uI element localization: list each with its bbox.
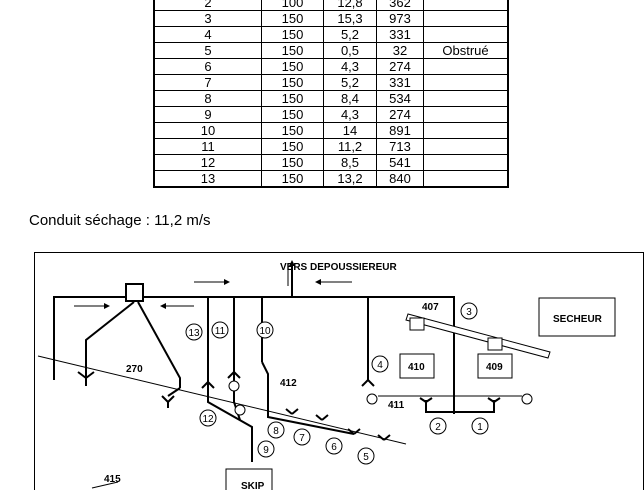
table-cell: 541 <box>376 154 424 171</box>
label-411: 411 <box>388 400 405 411</box>
label-270: 270 <box>126 364 143 375</box>
table-cell: 3 <box>153 10 262 27</box>
label-407: 407 <box>422 302 439 313</box>
label-415: 415 <box>104 474 121 485</box>
table-cell: 32 <box>376 42 424 59</box>
table-cell: 840 <box>376 170 424 188</box>
table-cell: 150 <box>261 90 324 107</box>
vers-depoussiereur-label: VERS DEPOUSSIEREUR <box>280 262 397 273</box>
table-cell: 4,3 <box>323 106 377 123</box>
table-cell: 891 <box>376 122 424 139</box>
circle-6: 6 <box>331 442 337 453</box>
circle-11: 11 <box>215 326 226 337</box>
table-cell: 11 <box>153 138 262 155</box>
table-cell: 8,4 <box>323 90 377 107</box>
table-cell: 100 <box>261 0 324 11</box>
table-cell: 10 <box>153 122 262 139</box>
table-cell <box>423 26 509 43</box>
circle-1: 1 <box>477 422 483 433</box>
table-cell <box>423 170 509 188</box>
table-cell: 5,2 <box>323 26 377 43</box>
table-cell: 6 <box>153 58 262 75</box>
table-cell: 150 <box>261 58 324 75</box>
table-cell: 5,2 <box>323 74 377 91</box>
table-cell: 331 <box>376 26 424 43</box>
table-cell: 150 <box>261 154 324 171</box>
table-cell: 150 <box>261 26 324 43</box>
table-cell: 4 <box>153 26 262 43</box>
table-cell: 4,3 <box>323 58 377 75</box>
table-cell: 274 <box>376 106 424 123</box>
circle-12: 12 <box>202 414 214 425</box>
circle-9: 9 <box>263 445 269 456</box>
table-cell: 14 <box>323 122 377 139</box>
table-cell: 973 <box>376 10 424 27</box>
table-cell: 2 <box>153 0 262 11</box>
table-cell: 150 <box>261 42 324 59</box>
table-cell: 150 <box>261 106 324 123</box>
table-cell: 150 <box>261 122 324 139</box>
circle-13: 13 <box>188 328 200 339</box>
table-cell: 13,2 <box>323 170 377 188</box>
table-cell: 150 <box>261 74 324 91</box>
table-cell: 12,8 <box>323 0 377 11</box>
table-cell: 12 <box>153 154 262 171</box>
circle-4: 4 <box>377 360 383 371</box>
table-cell <box>423 138 509 155</box>
table-cell: 11,2 <box>323 138 377 155</box>
table-cell <box>423 90 509 107</box>
table-cell: 150 <box>261 170 324 188</box>
label-409: 409 <box>486 362 503 373</box>
circle-7: 7 <box>299 433 305 444</box>
circle-markers: 1 2 3 4 5 6 7 8 9 10 11 12 13 <box>185 302 489 465</box>
table-cell <box>423 58 509 75</box>
table-cell: 8,5 <box>323 154 377 171</box>
table-cell: 5 <box>153 42 262 59</box>
dust-extraction-diagram: VERS DEPOUSSIEREUR SECHEUR SKIP 270 412 … <box>34 252 644 490</box>
circle-2: 2 <box>435 422 441 433</box>
secheur-label: SECHEUR <box>553 314 603 325</box>
circle-8: 8 <box>273 426 279 437</box>
table-cell: 15,3 <box>323 10 377 27</box>
table-cell <box>423 10 509 27</box>
table-cell: 7 <box>153 74 262 91</box>
label-412: 412 <box>280 378 297 389</box>
table-cell: 9 <box>153 106 262 123</box>
table-cell: 0,5 <box>323 42 377 59</box>
table-cell: 150 <box>261 138 324 155</box>
circle-3: 3 <box>466 307 472 318</box>
table-cell: 274 <box>376 58 424 75</box>
label-410: 410 <box>408 362 425 373</box>
circle-10: 10 <box>259 326 271 337</box>
drying-duct-caption: Conduit séchage : 11,2 m/s <box>29 212 211 229</box>
table-cell <box>423 74 509 91</box>
table-cell: 534 <box>376 90 424 107</box>
table-cell: Obstrué <box>423 42 509 59</box>
skip-label: SKIP <box>241 481 265 490</box>
table-cell: 713 <box>376 138 424 155</box>
circle-5: 5 <box>363 452 369 463</box>
table-cell: 331 <box>376 74 424 91</box>
table-cell <box>423 122 509 139</box>
table-cell: 13 <box>153 170 262 188</box>
table-cell <box>423 154 509 171</box>
table-cell: 362 <box>376 0 424 11</box>
table-cell: 150 <box>261 10 324 27</box>
table-cell <box>423 106 509 123</box>
table-cell <box>423 0 509 11</box>
table-cell: 8 <box>153 90 262 107</box>
